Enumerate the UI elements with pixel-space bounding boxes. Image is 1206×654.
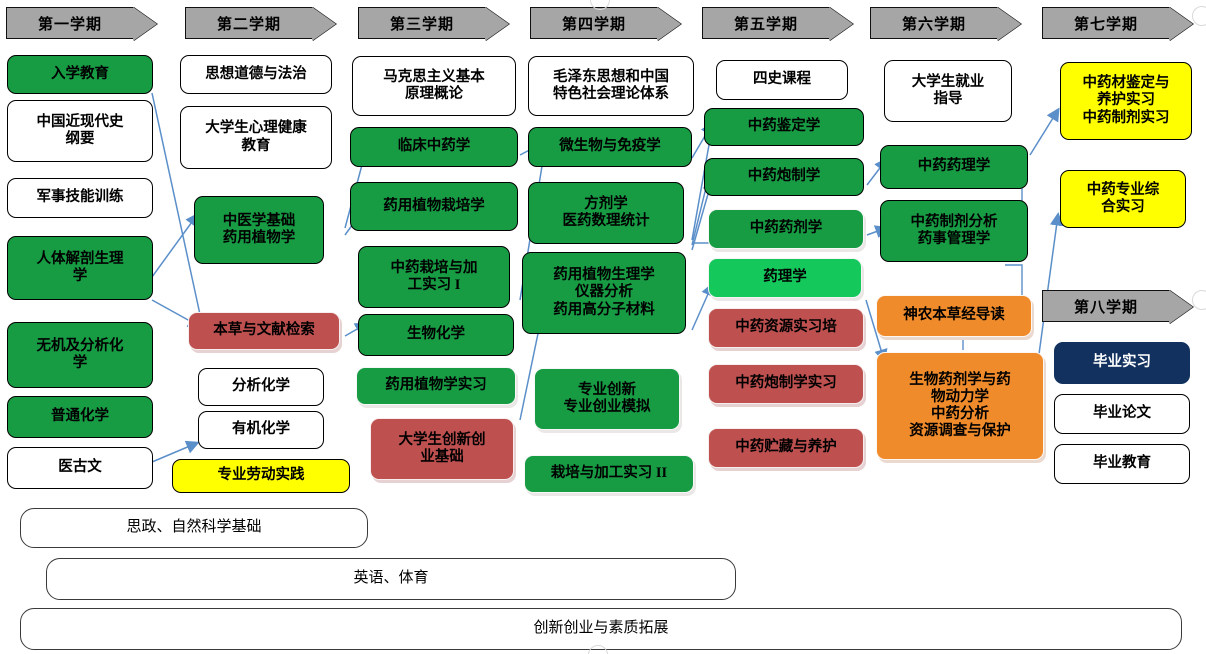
course-box[interactable]: 马克思主义基本 原理概论	[352, 56, 516, 116]
course-box[interactable]: 毛泽东思想和中国 特色社会理论体系	[528, 56, 694, 116]
course-box[interactable]: 中药炮制学	[704, 158, 864, 196]
course-box[interactable]: 生物化学	[358, 314, 514, 356]
semester-label: 第六学期	[901, 16, 966, 33]
course-box[interactable]: 药用植物栽培学	[350, 182, 518, 231]
course-box[interactable]: 有机化学	[198, 411, 324, 449]
course-box[interactable]: 无机及分析化 学	[7, 322, 153, 388]
course-box[interactable]: 方剂学 医药数理统计	[528, 182, 684, 244]
course-box[interactable]: 临床中药学	[350, 127, 518, 167]
course-box[interactable]: 普通化学	[7, 396, 153, 438]
course-box[interactable]: 大学生创新创 业基础	[370, 418, 514, 480]
course-box[interactable]: 中药资源实习培	[708, 308, 864, 348]
course-box[interactable]: 药用植物学实习	[356, 367, 516, 405]
course-box[interactable]: 分析化学	[198, 368, 324, 406]
course-box[interactable]: 中医学基础 药用植物学	[194, 196, 324, 264]
course-box[interactable]: 入学教育	[7, 55, 153, 94]
course-box[interactable]: 大学生心理健康 教育	[180, 106, 332, 169]
course-box[interactable]: 毕业论文	[1054, 394, 1190, 434]
course-box[interactable]: 中药栽培与加 工实习 I	[358, 246, 510, 308]
course-box[interactable]: 中药专业综 合实习	[1060, 170, 1186, 228]
general-band[interactable]: 英语、体育	[46, 558, 736, 600]
course-box[interactable]: 药用植物生理学 仪器分析 药用高分子材料	[522, 252, 686, 334]
course-box[interactable]: 四史课程	[716, 60, 848, 100]
course-box[interactable]: 专业劳动实践	[172, 459, 350, 493]
semester-header-s4[interactable]: 第四学期	[530, 7, 658, 39]
scan-artifact-circle-right2	[1192, 290, 1206, 310]
semester-header-s7[interactable]: 第七学期	[1042, 7, 1170, 39]
course-box[interactable]: 栽培与加工实习 II	[524, 455, 694, 493]
semester-label: 第四学期	[561, 16, 626, 33]
course-box[interactable]: 微生物与免疫学	[528, 127, 692, 167]
semester-label: 第五学期	[733, 16, 798, 33]
course-box[interactable]: 毕业实习	[1054, 342, 1190, 384]
semester-label: 第八学期	[1073, 299, 1138, 316]
course-box[interactable]: 生物药剂学与药 物动力学 中药分析 资源调查与保护	[876, 352, 1044, 460]
course-box[interactable]: 大学生就业 指导	[884, 60, 1012, 122]
semester-header-s3[interactable]: 第三学期	[358, 7, 486, 39]
semester-label: 第七学期	[1073, 16, 1138, 33]
scan-artifact-circle-right	[1192, 6, 1206, 26]
course-box[interactable]: 专业创新 专业创业模拟	[534, 368, 680, 430]
semester-header-s5[interactable]: 第五学期	[702, 7, 830, 39]
semester-label: 第一学期	[37, 16, 102, 33]
semester-header-s8[interactable]: 第八学期	[1042, 290, 1170, 322]
course-box[interactable]: 中药药剂学	[708, 209, 864, 249]
semester-label: 第二学期	[216, 16, 281, 33]
course-box[interactable]: 中药药理学	[880, 145, 1028, 189]
semester-header-s6[interactable]: 第六学期	[870, 7, 998, 39]
course-box[interactable]: 医古文	[7, 447, 153, 489]
course-box[interactable]: 中药材鉴定与 养护实习 中药制剂实习	[1060, 62, 1192, 140]
course-box[interactable]: 军事技能训练	[7, 178, 153, 218]
semester-label: 第三学期	[389, 16, 454, 33]
course-box[interactable]: 人体解剖生理 学	[7, 236, 153, 300]
semester-header-s2[interactable]: 第二学期	[185, 7, 313, 39]
course-box[interactable]: 药理学	[708, 258, 862, 298]
foundation-band[interactable]: 思政、自然科学基础	[20, 508, 368, 548]
course-box[interactable]: 中药鉴定学	[704, 108, 864, 146]
course-box[interactable]: 毕业教育	[1054, 444, 1190, 484]
semester-header-s1[interactable]: 第一学期	[6, 7, 134, 39]
innovation-band[interactable]: 创新创业与素质拓展	[20, 608, 1182, 650]
course-box[interactable]: 思想道德与法治	[180, 55, 332, 94]
course-box[interactable]: 中药炮制学实习	[708, 364, 864, 404]
course-box[interactable]: 中药制剂分析 药事管理学	[880, 200, 1028, 262]
course-box[interactable]: 神农本草经导读	[876, 295, 1032, 337]
course-box[interactable]: 中国近现代史 纲要	[7, 100, 153, 162]
course-box[interactable]: 本草与文献检索	[188, 312, 340, 350]
course-box[interactable]: 中药贮藏与养护	[708, 428, 864, 468]
